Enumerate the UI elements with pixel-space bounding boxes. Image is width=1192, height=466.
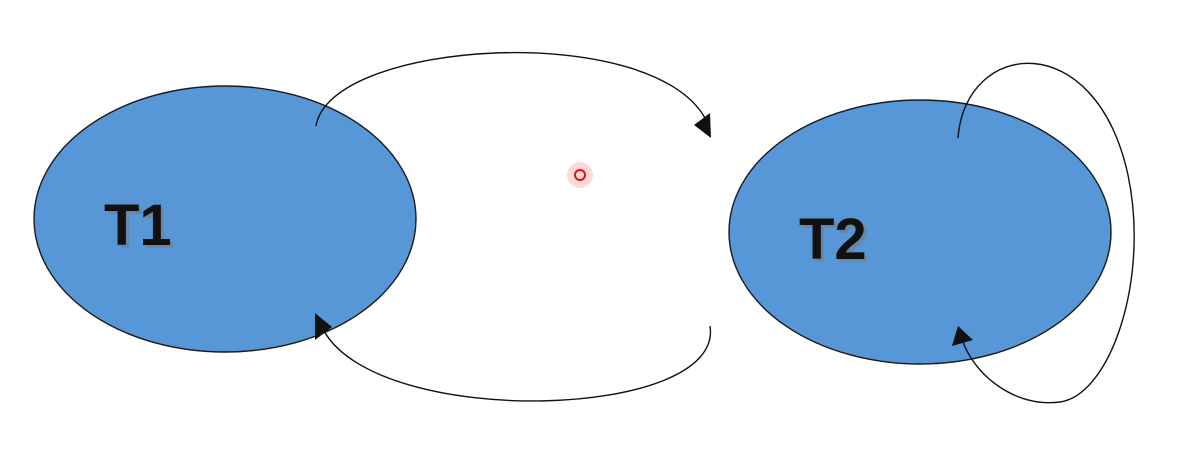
edge-t2-to-t1-line (323, 325, 711, 402)
edge-t2-self-loop (952, 62, 1135, 404)
edge-t2-self-loop-line (957, 62, 1135, 404)
edge-t2-self-loop-arrowhead (952, 326, 973, 346)
laser-pointer-ring (574, 169, 586, 181)
node-t2-ellipse (728, 99, 1112, 365)
laser-pointer-dot (567, 162, 593, 188)
node-t2-label-shadow: T2 (802, 210, 870, 275)
edge-t1-to-t2-arrowhead (694, 113, 711, 138)
node-t1-ellipse (33, 85, 417, 353)
node-t2[interactable]: T2 T2 (728, 99, 1112, 365)
node-t1-label-shadow: T1 (107, 196, 175, 261)
node-t1[interactable]: T1 T1 (33, 85, 417, 353)
laser-pointer-glow (567, 162, 593, 188)
node-t1-label: T1 (104, 193, 172, 258)
node-t2-label: T2 (799, 207, 867, 272)
edge-t1-to-t2-line (315, 51, 706, 127)
edge-t2-to-t1-arrowhead (315, 313, 332, 340)
edge-t2-to-t1 (315, 313, 711, 402)
edge-t1-to-t2 (315, 51, 711, 138)
